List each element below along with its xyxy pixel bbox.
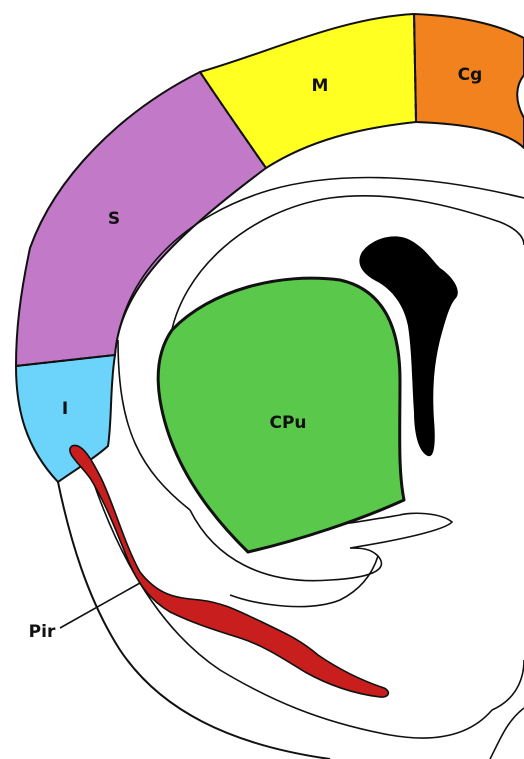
label-cpu: CPu <box>269 413 306 433</box>
label-s: S <box>108 209 120 229</box>
olfactory-limb-outline <box>230 556 378 607</box>
section-medial-edge <box>490 660 524 759</box>
label-pir: Pir <box>29 622 56 642</box>
label-i: I <box>62 399 68 419</box>
label-m: M <box>312 76 329 96</box>
pir-leader-line <box>60 583 140 628</box>
label-cg: Cg <box>458 65 483 85</box>
